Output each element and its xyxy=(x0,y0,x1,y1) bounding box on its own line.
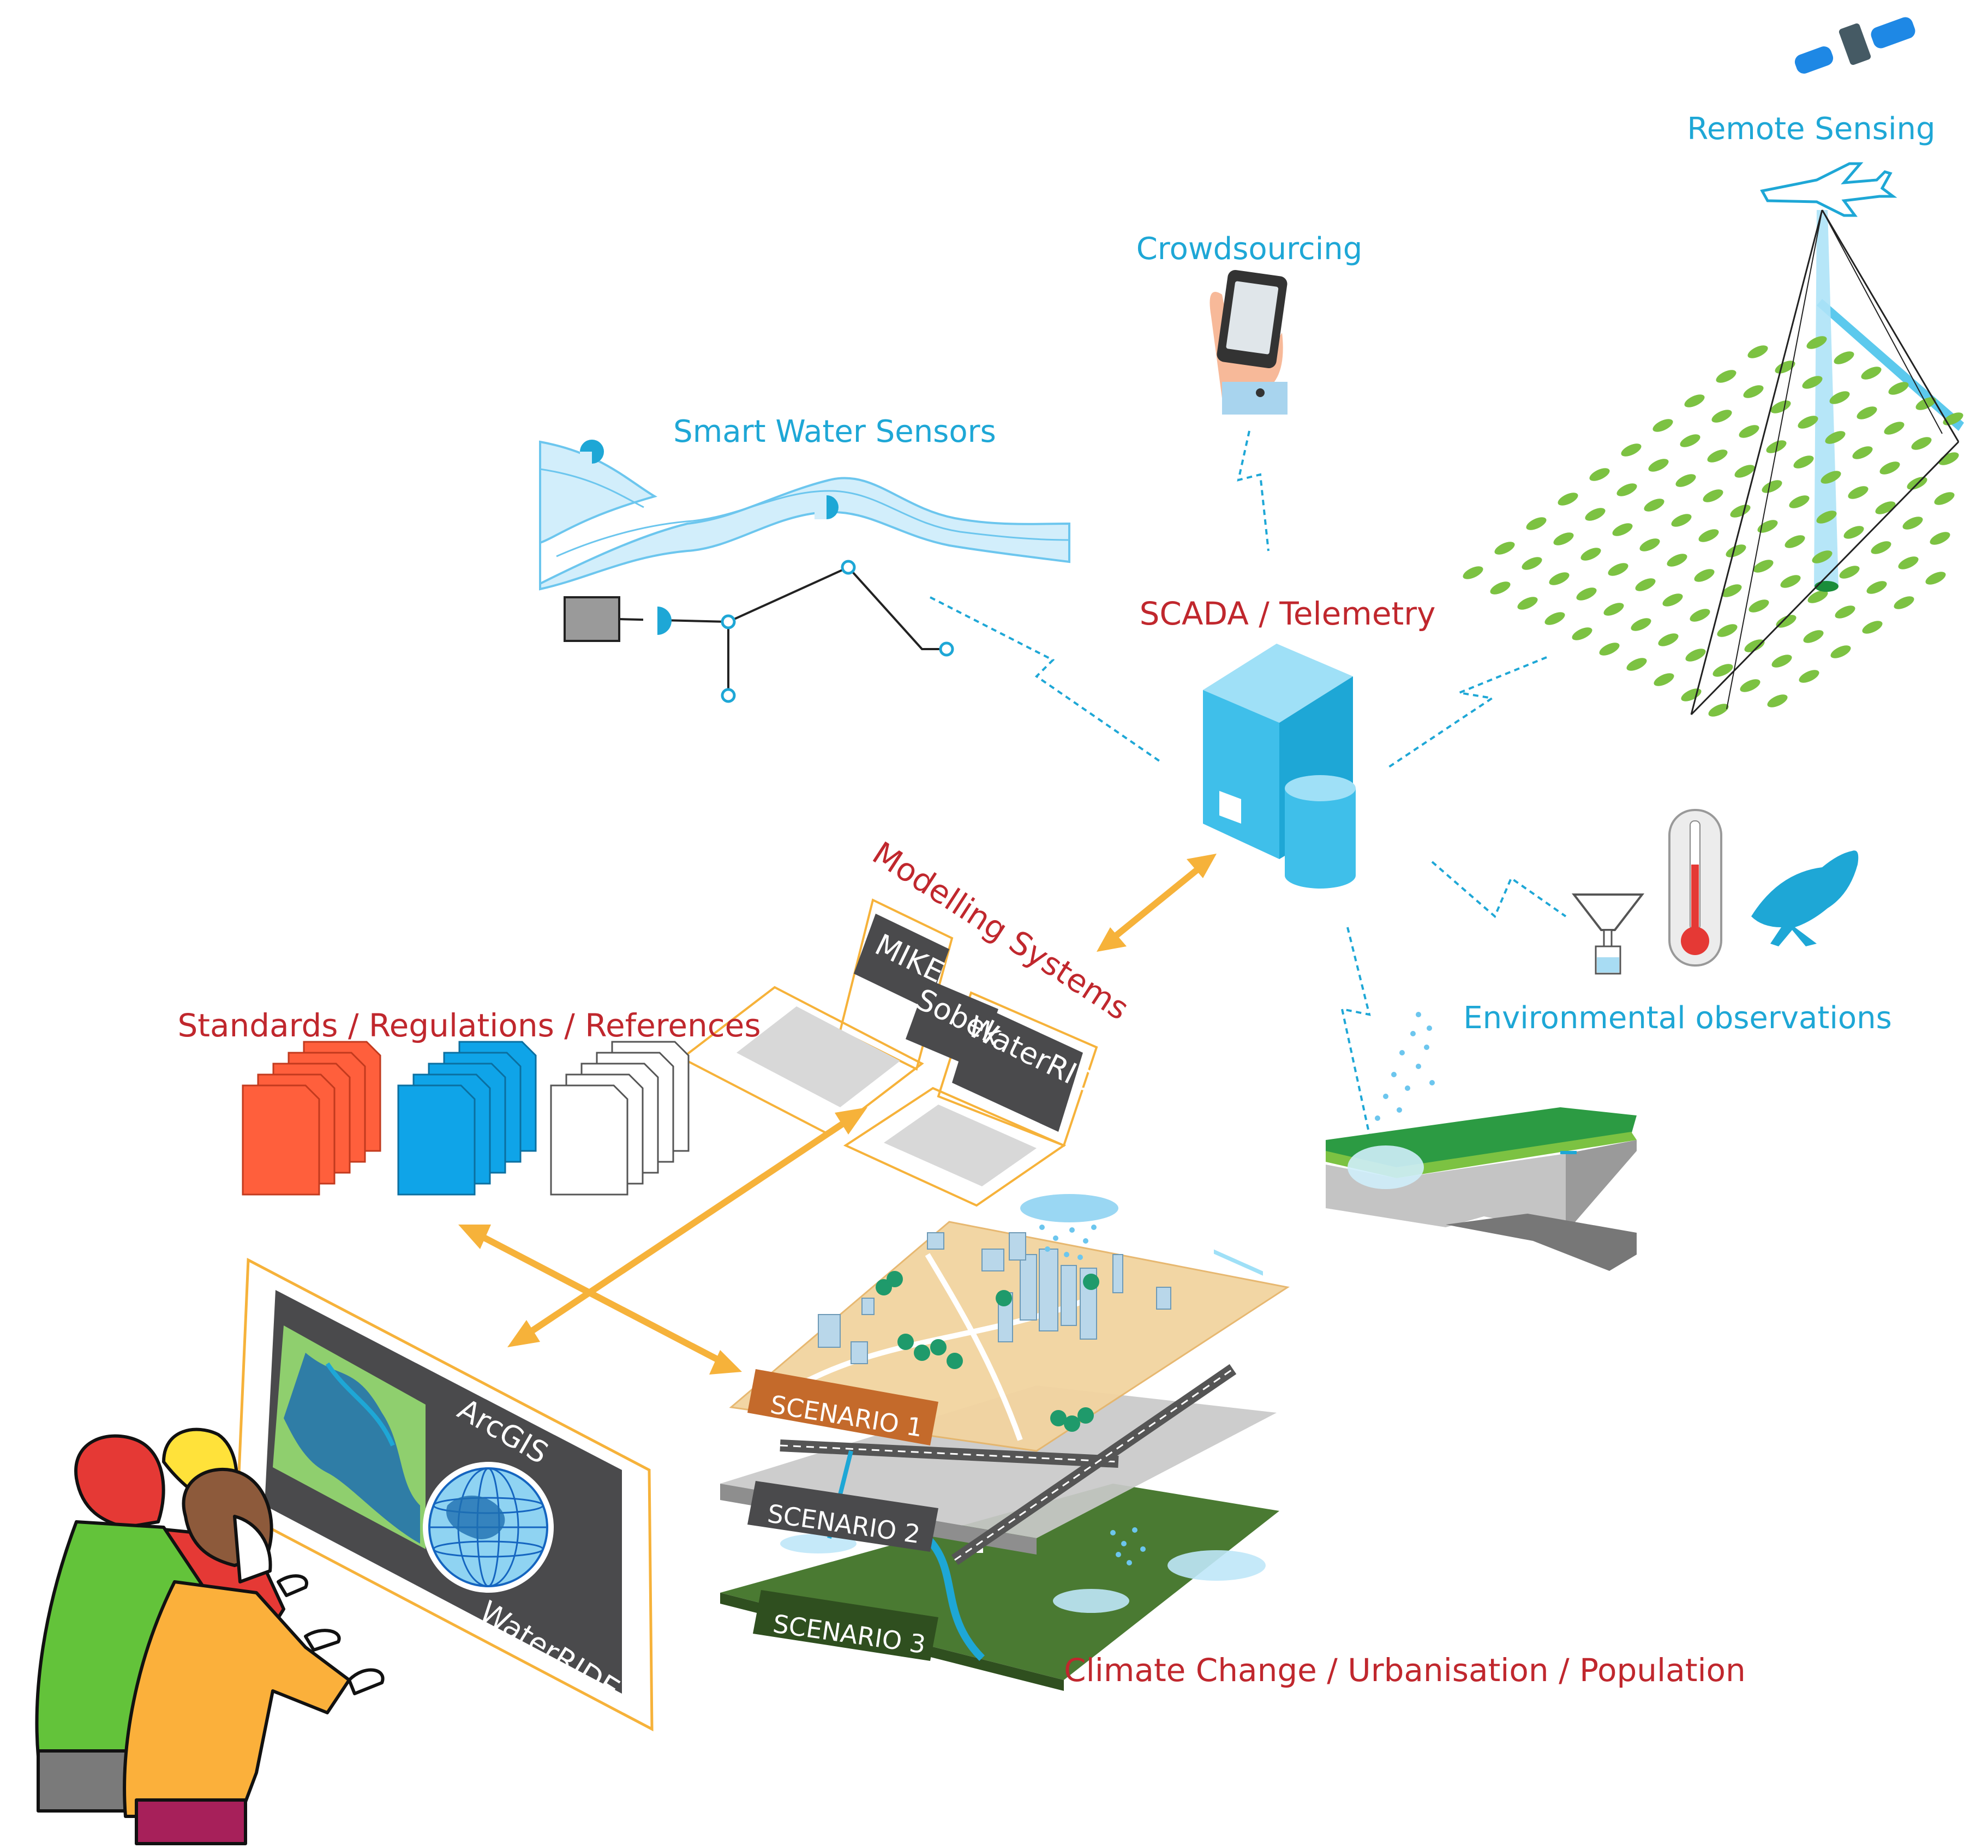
smart-water-sensors-label: Smart Water Sensors xyxy=(673,414,996,449)
sensors-link xyxy=(930,596,1160,762)
people-group xyxy=(35,1427,385,1845)
scada-label: SCADA / Telemetry xyxy=(1140,595,1436,632)
funnel-icon xyxy=(1571,893,1645,975)
river xyxy=(539,440,1070,591)
crowdsourcing-label: Crowdsourcing xyxy=(1136,231,1363,267)
remote-sensing-label: Remote Sensing xyxy=(1687,111,1935,147)
laptop-screens xyxy=(736,914,1083,1186)
remote-sensing-field xyxy=(1463,209,1964,717)
airplane-icon xyxy=(1760,162,1897,217)
water-sensor-icon xyxy=(580,440,839,519)
environmental-link xyxy=(1431,861,1567,919)
sensor-network xyxy=(564,560,954,703)
database-icon xyxy=(1285,775,1356,889)
groundwater-link xyxy=(1340,927,1371,1135)
standards-label: Standards / Regulations / References xyxy=(177,1007,761,1044)
rain-clouds xyxy=(1020,1194,1146,1565)
bird-icon xyxy=(1751,850,1859,946)
documents-stacks xyxy=(242,1041,690,1196)
city-buildings xyxy=(818,1232,1171,1432)
environmental-label: Environmental observations xyxy=(1463,1000,1892,1036)
thermometer-icon xyxy=(1668,809,1722,967)
climate-label: Climate Change / Urbanisation / Populati… xyxy=(1064,1652,1746,1689)
phone-icon xyxy=(1209,269,1288,415)
remote-sensing-link xyxy=(1385,656,1547,770)
server-icon xyxy=(1203,644,1353,1276)
globe-icon xyxy=(423,1462,554,1593)
crowdsourcing-link xyxy=(1237,430,1270,551)
flow-arrows xyxy=(458,854,1217,1375)
satellite-icon xyxy=(1794,17,1915,74)
groundwater-block xyxy=(1326,1012,1637,1271)
